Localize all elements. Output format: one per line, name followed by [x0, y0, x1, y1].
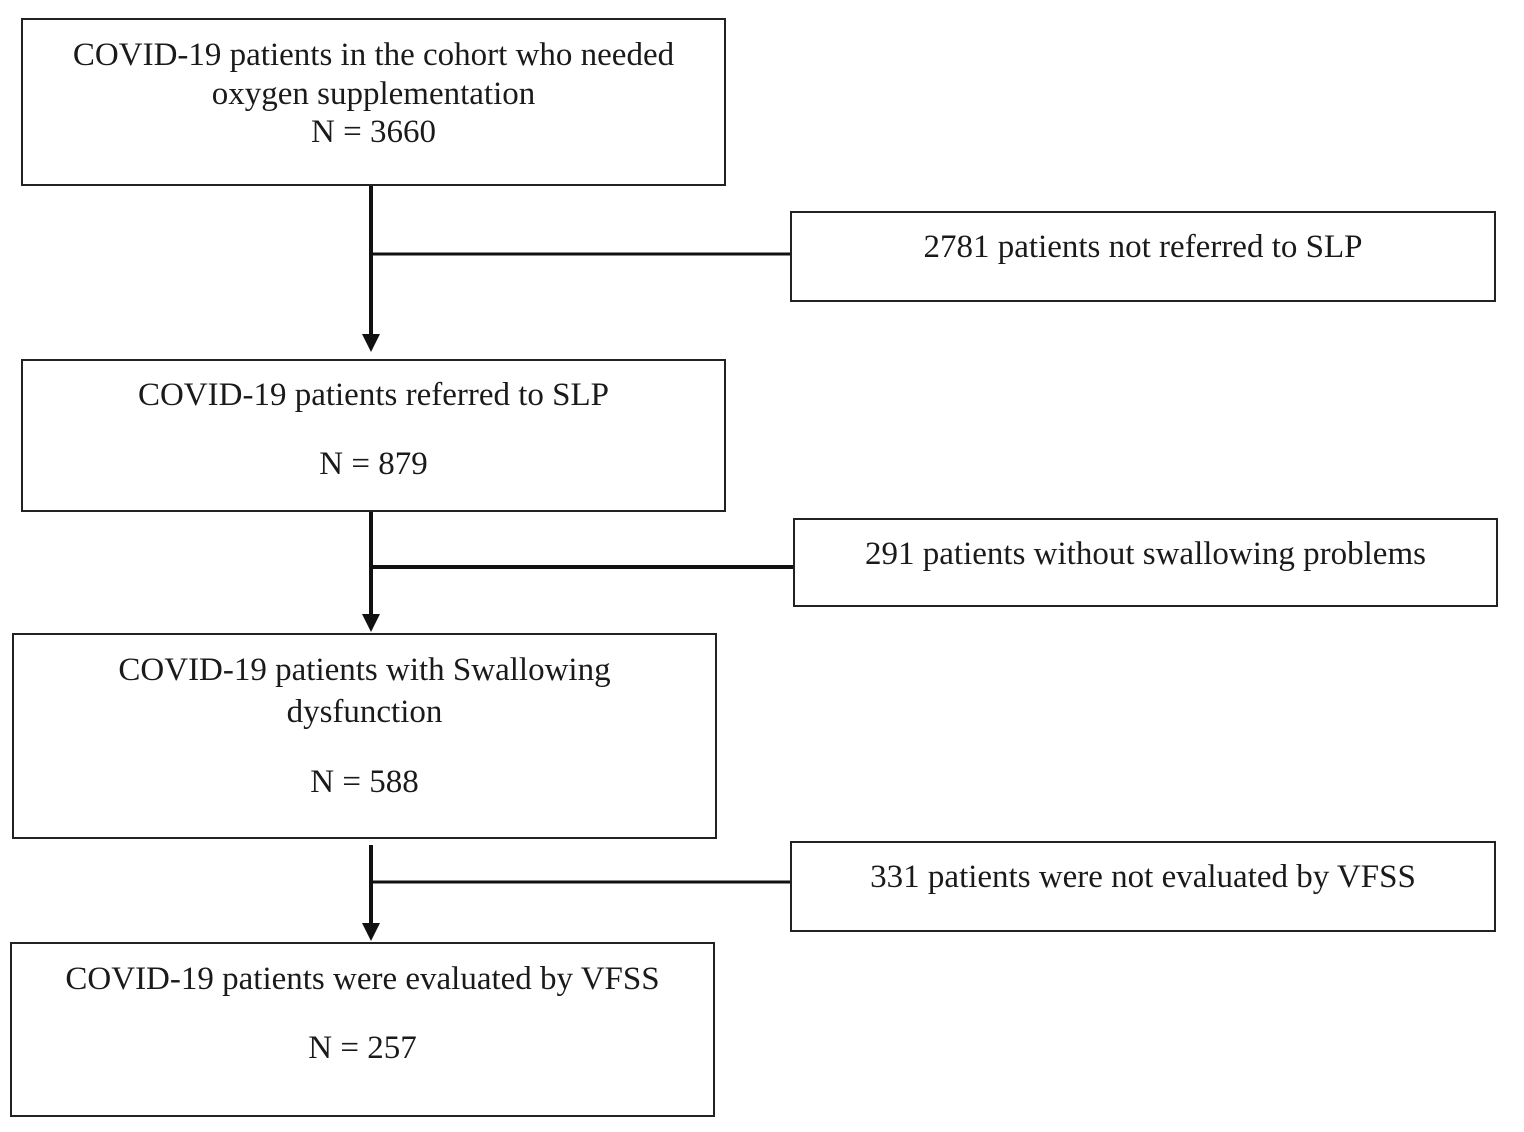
exclusion2-box: 291 patients without swallowing problems — [793, 518, 1498, 607]
step3-count: N = 588 — [310, 764, 419, 800]
step2-count: N = 879 — [319, 446, 428, 482]
step3-line2: dysfunction — [286, 694, 443, 730]
step4-line1: COVID-19 patients were evaluated by VFSS — [65, 961, 660, 997]
step1-box: COVID-19 patients in the cohort who need… — [21, 18, 726, 186]
step4-count: N = 257 — [308, 1030, 417, 1066]
arrowhead-1 — [362, 334, 380, 352]
exclusion3-text: 331 patients were not evaluated by VFSS — [870, 859, 1416, 895]
step1-line1: COVID-19 patients in the cohort who need… — [72, 37, 675, 73]
step2-line1: COVID-19 patients referred to SLP — [137, 377, 610, 413]
exclusion2-text: 291 patients without swallowing problems — [865, 536, 1426, 572]
arrowhead-3 — [362, 923, 380, 941]
step1-count: N = 3660 — [311, 114, 436, 150]
step2-box: COVID-19 patients referred to SLP N = 87… — [21, 359, 726, 512]
exclusion1-text: 2781 patients not referred to SLP — [923, 229, 1363, 265]
step3-box: COVID-19 patients with Swallowing dysfun… — [12, 633, 717, 839]
arrowhead-2 — [362, 614, 380, 632]
step4-box: COVID-19 patients were evaluated by VFSS… — [10, 942, 715, 1117]
step3-line1: COVID-19 patients with Swallowing — [118, 652, 611, 688]
exclusion1-box: 2781 patients not referred to SLP — [790, 211, 1496, 302]
exclusion3-box: 331 patients were not evaluated by VFSS — [790, 841, 1496, 932]
step1-line2: oxygen supplementation — [211, 76, 536, 112]
